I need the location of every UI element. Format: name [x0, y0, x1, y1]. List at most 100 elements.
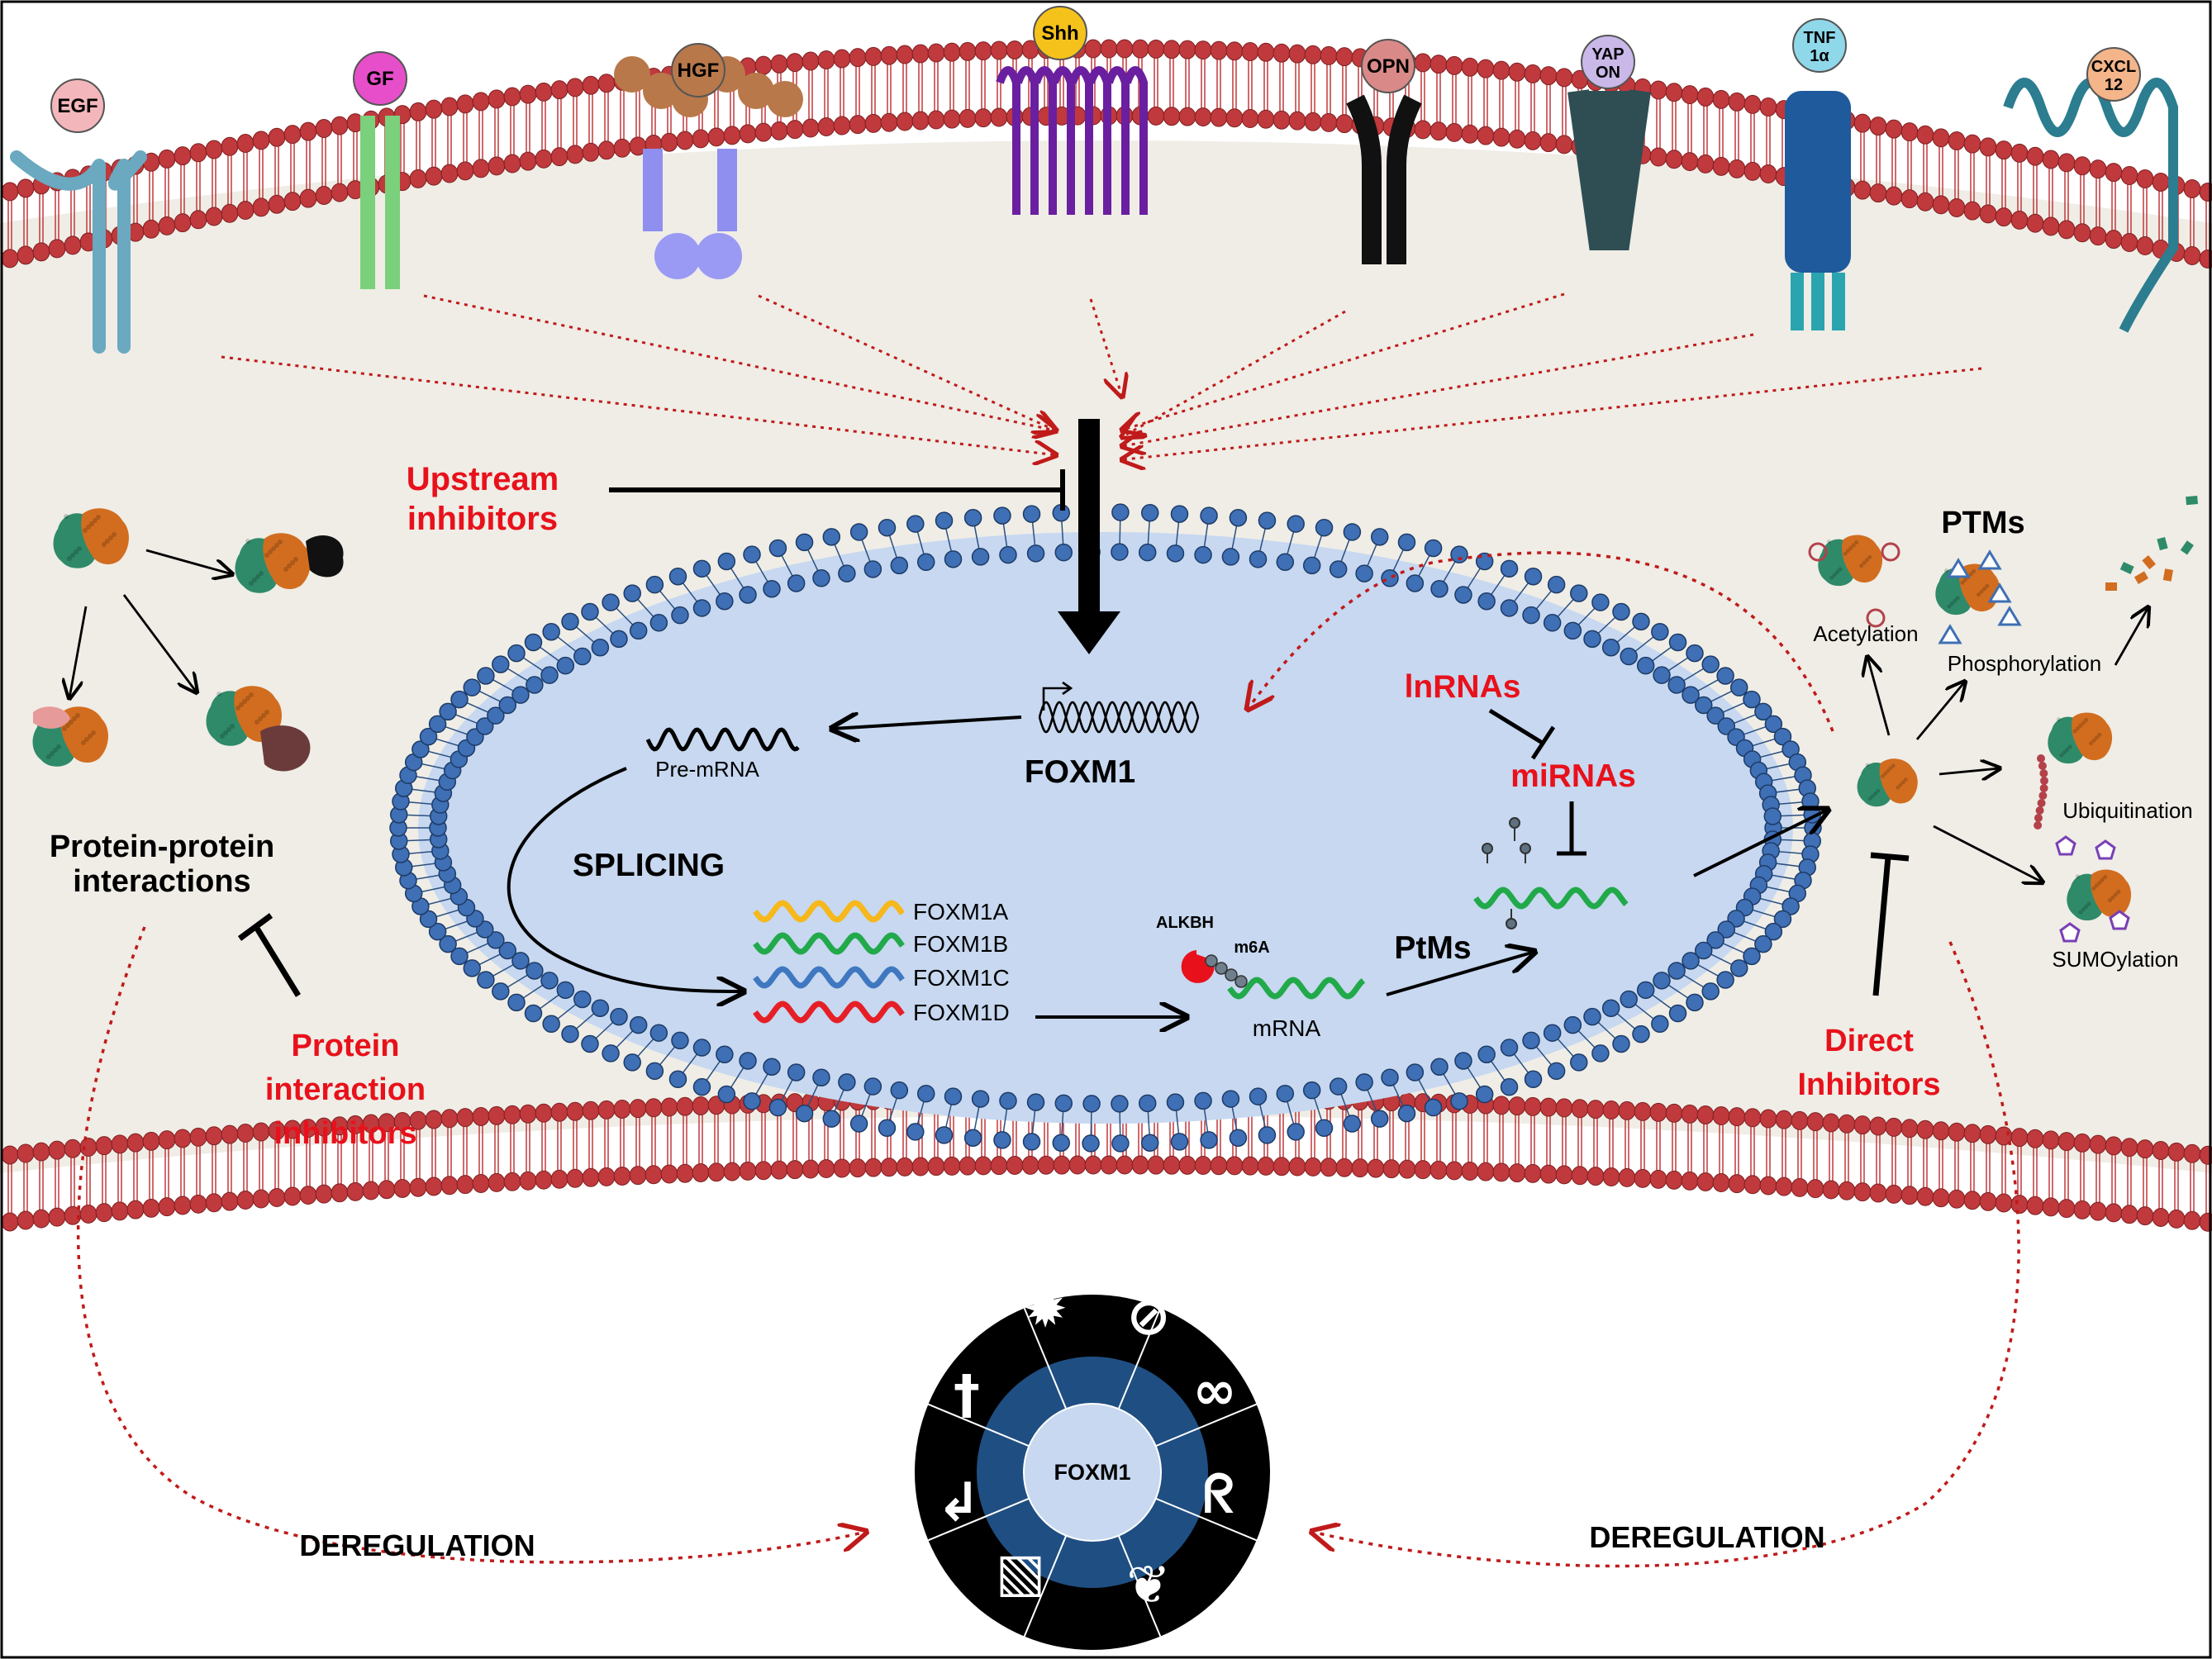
- yap-receptor: [1567, 89, 1651, 250]
- shh-receptor: [996, 66, 1148, 215]
- foxm1-protein: [2048, 712, 2113, 764]
- phosphorylation-label: Phosphorylation: [1948, 651, 2101, 676]
- egf-label: EGF: [57, 95, 98, 117]
- foxm1-protein: [235, 533, 311, 593]
- upstream-inhibition-bar: [609, 469, 1065, 511]
- cxcl-receptor: [2003, 78, 2178, 333]
- ppi-proteins: [32, 508, 344, 772]
- arrow-mrna-to-modified: [1386, 952, 1534, 996]
- hgf-ligand: HGF: [671, 43, 725, 97]
- yap-label: ON: [1596, 64, 1620, 82]
- hallmark-icon: ∞: [1192, 1361, 1236, 1422]
- hallmark-icon: ↲: [936, 1472, 981, 1533]
- cxcl-label: 12: [2105, 76, 2123, 94]
- sumoylation-label: SUMOylation: [2052, 947, 2178, 972]
- nuclear-ptms-label: PtMs: [1394, 930, 1471, 966]
- ubiquitination-label: Ubiquitination: [2062, 798, 2193, 823]
- plasma-membrane-top: [1, 39, 2212, 269]
- hgf-label: HGF: [678, 59, 720, 82]
- arrow-gene-to-premrna: [832, 717, 1022, 729]
- splicing-arrow: [507, 767, 744, 991]
- ppi-inhibition-bar: [237, 913, 301, 997]
- ppi-arrows: [69, 549, 232, 698]
- tnf-label: 1α: [1810, 47, 1829, 65]
- isoform-label: FOXM1C: [913, 965, 1010, 991]
- foxm1-protein: [1935, 563, 2000, 616]
- feedback-dashed-arrow: [1248, 551, 1834, 732]
- ptm-arrows: [1867, 607, 2148, 882]
- modified-mrna: [1473, 817, 1629, 929]
- deregulation-right-label: DEREGULATION: [1589, 1520, 1824, 1554]
- nuclear-envelope: [389, 503, 1822, 1153]
- shh-label: Shh: [1041, 22, 1078, 45]
- ptm-proteins: [1808, 496, 2199, 943]
- isoforms: FOXM1A FOXM1B FOXM1C FOXM1D: [753, 899, 1010, 1025]
- gf-ligand: GF: [353, 51, 407, 106]
- opn-label: OPN: [1367, 55, 1410, 78]
- deregulation-right-arrow: [1312, 941, 2020, 1568]
- tnf-label: TNF: [1804, 29, 1836, 47]
- signal-arrows: [221, 292, 1982, 459]
- direct-inhibition-bar: [1870, 852, 1910, 996]
- shh-ligand: Shh: [1033, 6, 1087, 60]
- splicing-label: SPLICING: [573, 848, 725, 883]
- pre-mrna-wave: [645, 727, 800, 752]
- lnrnas-label: lnRNAs: [1405, 669, 1521, 705]
- ptms-title: PTMs: [1941, 506, 2024, 540]
- mrna-m6a: [1181, 950, 1366, 1000]
- foxm1-protein: [1818, 535, 1883, 587]
- hallmark-center-label: FOXM1: [1054, 1460, 1130, 1485]
- opn-ligand: OPN: [1361, 39, 1415, 93]
- hallmark-icon: ᖇ: [1203, 1464, 1234, 1525]
- foxm1-protein: [53, 508, 129, 568]
- isoform-label: FOXM1D: [913, 1000, 1010, 1025]
- pre-mrna-label: Pre-mRNA: [655, 757, 759, 782]
- foxm1-protein: [1857, 758, 1918, 807]
- isoform-wave: [753, 900, 905, 923]
- isoform-wave: [753, 966, 905, 989]
- gf-receptor: [360, 116, 400, 289]
- acetylation-label: Acetylation: [1813, 621, 1918, 646]
- isoform-wave: [753, 1001, 905, 1024]
- mirna-inhibits-mrna: [1557, 801, 1586, 856]
- hgf-receptor: [614, 56, 803, 279]
- hallmark-icon: ⊘: [1126, 1286, 1171, 1348]
- deregulation-left-label: DEREGULATION: [299, 1528, 535, 1562]
- tnf-receptor: [1785, 91, 1851, 330]
- plasma-membrane-bottom: [1, 1088, 2212, 1232]
- gene-label: FOXM1: [1025, 754, 1135, 790]
- m6a-label: m6A: [1234, 939, 1269, 957]
- hallmark-icon: ▧: [996, 1543, 1045, 1604]
- foxm1-protein: [2067, 869, 2132, 921]
- egf-ligand: EGF: [50, 78, 105, 133]
- signal-convergence-arrow: [1058, 419, 1120, 654]
- lnrna-inhibits-mirna: [1488, 708, 1556, 760]
- alkbh-label: ALKBH: [1156, 914, 1214, 932]
- yap-label: YAP: [1591, 45, 1624, 64]
- egf-receptor: [10, 150, 147, 354]
- isoform-label: FOXM1B: [913, 931, 1008, 957]
- deregulation-left-arrow: [76, 926, 866, 1564]
- isoform-wave: [753, 932, 905, 955]
- hallmark-icon: ❦: [1126, 1555, 1171, 1616]
- opn-receptor: [1346, 94, 1422, 264]
- mrna-label: mRNA: [1253, 1015, 1321, 1041]
- cxcl-label: CXCL: [2091, 58, 2136, 76]
- foxm1-gene: [1038, 681, 1200, 734]
- arrow-nucleus-to-protein: [1693, 810, 1828, 877]
- hallmarks-wheel: ✹⊘∞ᖇ❦▧↲†: [915, 1279, 1270, 1650]
- gf-label: GF: [366, 68, 393, 90]
- hallmark-icon: ✹: [1023, 1279, 1068, 1340]
- mirnas-label: miRNAs: [1510, 758, 1636, 794]
- isoform-label: FOXM1A: [913, 899, 1008, 925]
